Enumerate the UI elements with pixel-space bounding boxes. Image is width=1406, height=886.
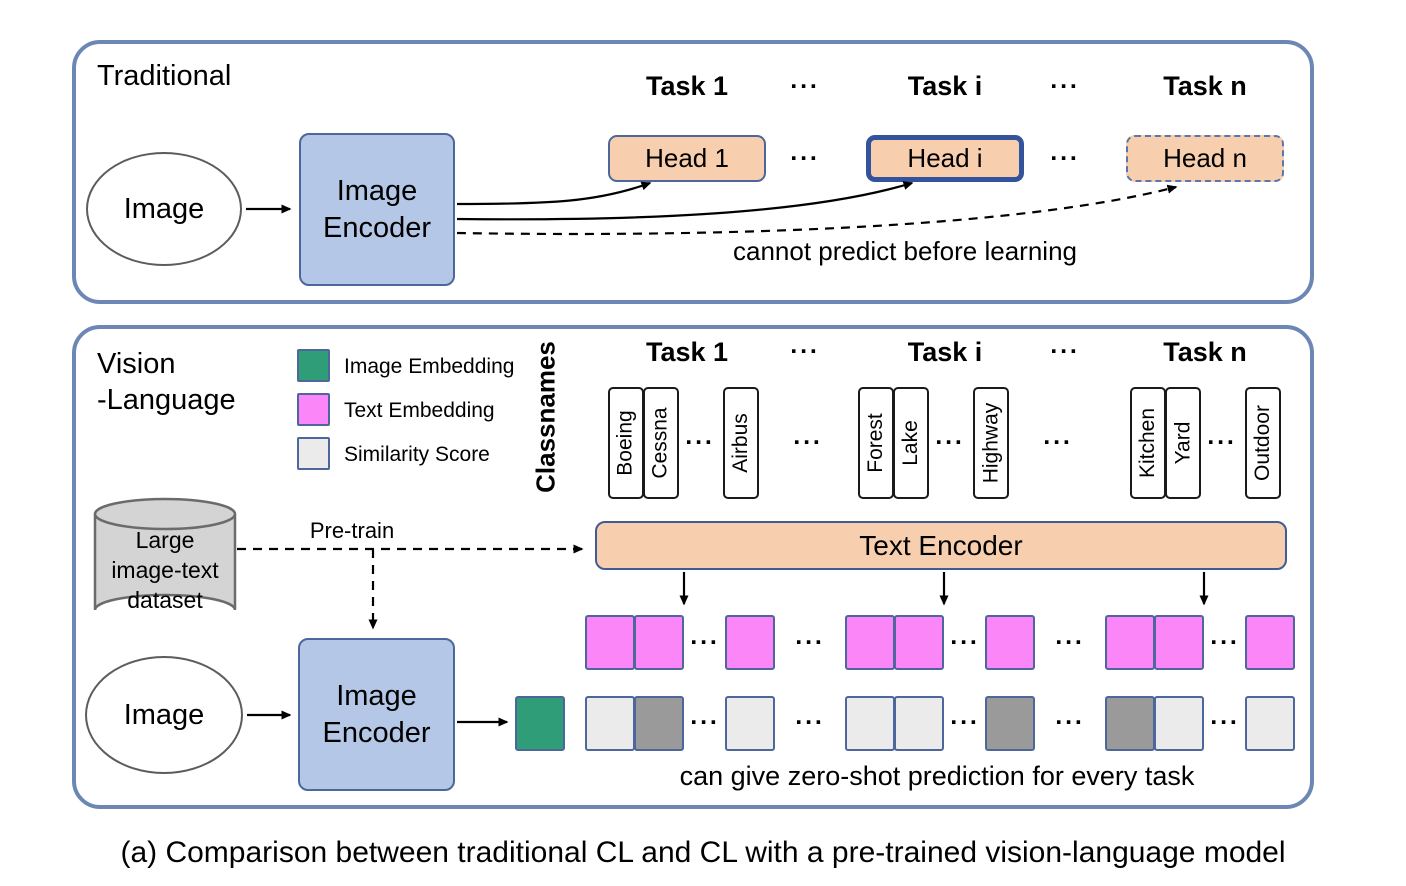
similarity-cell: [845, 696, 895, 751]
text-embedding-cell: [634, 615, 684, 670]
classname-text: Lake: [899, 420, 923, 466]
ellipsis-dots: ···: [1055, 708, 1085, 737]
ellipsis-dots: ···: [795, 628, 825, 657]
text-embedding-cell: [1154, 615, 1204, 670]
dataset-label-line1: Large: [135, 527, 195, 553]
vl-image-input-node: Image: [85, 656, 243, 774]
ellipsis-dots: ···: [795, 708, 825, 737]
text-embedding-cell: [1105, 615, 1155, 670]
vision-language-title-line1: Vision: [97, 348, 176, 380]
text-embedding-swatch: [297, 393, 330, 426]
classname-box: Outdoor: [1245, 387, 1281, 499]
classname-box: Cessna: [643, 387, 679, 499]
cannot-predict-annotation: cannot predict before learning: [732, 236, 1078, 266]
text-embedding-cell: [845, 615, 895, 670]
pretrain-label: Pre-train: [309, 518, 395, 543]
head-1-box: Head 1: [608, 135, 766, 182]
classname-text: Kitchen: [1136, 407, 1160, 479]
ellipsis-dots: ···: [1050, 72, 1080, 101]
similarity-score-swatch: [297, 437, 330, 470]
image-input-label: Image: [123, 192, 205, 225]
classname-box: Lake: [893, 387, 929, 499]
image-input-node: Image: [86, 152, 242, 266]
head-i-label: Head i: [907, 143, 983, 173]
text-embedding-cell: [894, 615, 944, 670]
classname-box: Highway: [973, 387, 1009, 499]
classname-text: Yard: [1171, 421, 1194, 465]
classname-box: Forest: [858, 387, 894, 499]
similarity-cell: [1105, 696, 1155, 751]
similarity-cell: [725, 696, 775, 751]
similarity-cell: [1245, 696, 1295, 751]
head-i-box: Head i: [866, 135, 1024, 182]
task-n-label: Task n: [1163, 71, 1247, 101]
classname-text: Airbus: [729, 413, 752, 473]
ellipsis-dots: ···: [1210, 708, 1240, 737]
task-i-label: Task i: [907, 71, 983, 101]
vision-language-title-line2: -Language: [97, 384, 236, 417]
ellipsis-dots: ···: [1050, 144, 1080, 173]
figure-caption: (a) Comparison between traditional CL an…: [120, 836, 1286, 869]
ellipsis-dots: ···: [685, 428, 715, 457]
ellipsis-dots: ···: [790, 144, 820, 173]
ellipsis-dots: ···: [1055, 628, 1085, 657]
text-embedding-cell: [725, 615, 775, 670]
vl-image-input-label: Image: [123, 698, 205, 731]
classname-box: Kitchen: [1130, 387, 1166, 499]
classname-text: Forest: [864, 413, 888, 473]
head-1-label: Head 1: [645, 143, 729, 173]
traditional-panel-title: Traditional: [97, 60, 232, 92]
ellipsis-dots: ···: [1207, 428, 1237, 457]
classname-text: Highway: [979, 402, 1003, 484]
similarity-cell: [634, 696, 684, 751]
head-n-label: Head n: [1163, 143, 1247, 173]
vl-task-n-label: Task n: [1163, 337, 1247, 367]
vl-task-i-label: Task i: [907, 337, 983, 367]
ellipsis-dots: ···: [793, 428, 823, 457]
dataset-label-line3: dataset: [127, 586, 203, 613]
text-encoder-label: Text Encoder: [859, 529, 1023, 561]
image-encoder-box: Image Encoder: [299, 133, 455, 286]
ellipsis-dots: ···: [935, 428, 965, 457]
text-embedding-cell: [1245, 615, 1295, 670]
image-embedding-legend-label: Image Embedding: [344, 355, 515, 378]
classname-text: Outdoor: [1251, 405, 1275, 481]
classnames-axis-label: Classnames: [530, 341, 561, 493]
ellipsis-dots: ···: [1210, 628, 1240, 657]
ellipsis-dots: ···: [790, 72, 820, 101]
vl-image-encoder-box: Image Encoder: [298, 638, 455, 791]
ellipsis-dots: ···: [690, 708, 720, 737]
similarity-score-legend-label: Similarity Score: [344, 443, 490, 466]
ellipsis-dots: ···: [950, 708, 980, 737]
text-embedding-cell: [985, 615, 1035, 670]
text-embedding-cell: [585, 615, 635, 670]
image-embedding-swatch: [297, 349, 330, 382]
ellipsis-dots: ···: [790, 337, 820, 366]
vision-language-panel-title: Vision -Language: [97, 346, 236, 419]
ellipsis-dots: ···: [1050, 337, 1080, 366]
classname-box: Airbus: [723, 387, 759, 499]
ellipsis-dots: ···: [690, 628, 720, 657]
dataset-label-line2: image-text: [111, 556, 219, 583]
classname-box: Yard: [1165, 387, 1201, 499]
vl-task-1-label: Task 1: [645, 337, 729, 367]
ellipsis-dots: ···: [1043, 428, 1073, 457]
classname-text: Cessna: [649, 407, 673, 479]
similarity-cell: [985, 696, 1035, 751]
classname-box: Boeing: [608, 387, 644, 499]
image-embedding-cell: [515, 696, 565, 751]
classname-text: Boeing: [614, 410, 638, 476]
ellipsis-dots: ···: [950, 628, 980, 657]
zero-shot-annotation: can give zero-shot prediction for every …: [679, 761, 1195, 791]
text-embedding-legend-label: Text Embedding: [344, 399, 495, 422]
image-encoder-label: Image Encoder: [322, 175, 431, 244]
vl-image-encoder-label: Image Encoder: [322, 680, 431, 749]
dataset-cylinder-label: Large image-text dataset: [95, 526, 235, 616]
similarity-cell: [585, 696, 635, 751]
similarity-cell: [894, 696, 944, 751]
text-encoder-box: Text Encoder: [595, 521, 1287, 570]
head-n-box: Head n: [1126, 135, 1284, 182]
task-1-label: Task 1: [645, 71, 729, 101]
similarity-cell: [1154, 696, 1204, 751]
